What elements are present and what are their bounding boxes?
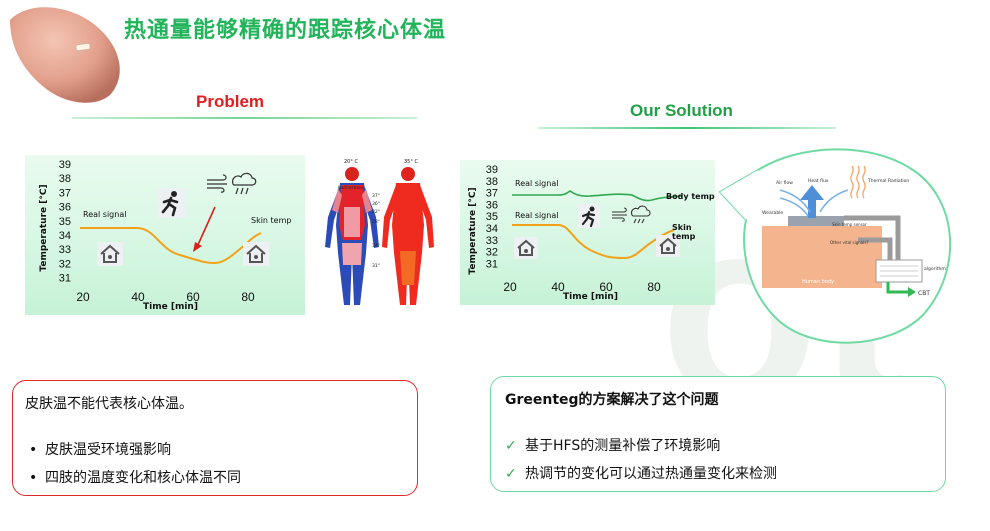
cooling-arrow [196, 206, 216, 248]
problem-box-heading: 皮肤温不能代表核心体温。 [25, 396, 193, 412]
solution-chart-ylabel: Temperature [°C] [468, 187, 478, 275]
x-tick-label: 20 [503, 280, 517, 294]
bullet-dot-icon: • [29, 442, 38, 458]
problem-box: 皮肤温不能代表核心体温。 • 皮肤温受环境强影响 • 四肢的温度变化和核心体温不同 [12, 380, 418, 496]
problem-chart-xlabel: Time [min] [143, 302, 198, 312]
body-isotherm-figure: 20° C 35° C Isothermes 37° 36° 32° 28° 34° 31… [325, 159, 434, 305]
air-flow-label: Air flow [776, 180, 793, 186]
y-tick-label: 34 [486, 223, 498, 235]
other-vital-signals-label: Other vital signals? [830, 240, 869, 245]
problem-bullet-1: • 皮肤温受环境强影响 [29, 439, 171, 459]
solution-check-2: ✓ 热调节的变化可以通过热通量变化来检测 [505, 463, 777, 483]
solution-divider [538, 127, 836, 129]
y-tick-label: 37 [59, 187, 71, 199]
x-tick-label: 60 [599, 280, 613, 294]
solution-skin-temp-label: Skin temp [672, 223, 696, 241]
home-icon [97, 242, 123, 266]
warm-body-figure [382, 167, 434, 305]
y-tick-label: 33 [59, 244, 71, 256]
home-icon [514, 237, 538, 259]
solution-check-1: ✓ 基于HFS的测量补偿了环境影响 [505, 435, 720, 455]
y-tick-label: 34 [59, 230, 71, 242]
problem-chart-ylabel: Temperature [°C] [39, 184, 49, 272]
page-title: 热通量能够精确的跟踪核心体温 [124, 18, 447, 43]
y-tick-label: 33 [486, 235, 498, 247]
problem-bullet-2-text: 四肢的温度变化和核心体温不同 [45, 470, 241, 486]
y-tick-label: 38 [59, 173, 71, 185]
cbt-label: CBT [918, 290, 930, 297]
problem-bullet-1-text: 皮肤温受环境强影响 [45, 442, 171, 458]
check-icon: ✓ [505, 438, 517, 454]
isotherm-label: 32° [372, 209, 380, 215]
problem-divider [72, 117, 417, 119]
thermal-radiation-icon [850, 165, 866, 199]
wind-rain-icon [207, 172, 257, 195]
y-tick-label: 35 [59, 216, 71, 228]
wind-rain-icon [612, 205, 651, 224]
cbt-arrow [886, 282, 908, 294]
y-tick-label: 32 [486, 247, 498, 259]
y-tick-label: 38 [486, 176, 498, 188]
solution-body-temp-label: Body temp [666, 192, 715, 201]
solution-check-1-text: 基于HFS的测量补偿了环境影响 [525, 438, 721, 454]
y-tick-label: 31 [486, 258, 498, 270]
x-tick-label: 20 [76, 290, 90, 304]
isotherms-label: Isothermes [338, 185, 364, 191]
finger-sensor-image [10, 7, 120, 103]
thermal-radiation-label: Thermal Radiation [867, 178, 909, 184]
x-tick-label: 80 [647, 280, 661, 294]
heat-flux-arrow [800, 185, 824, 218]
warm-temp-label: 35° C [404, 159, 418, 165]
skin-temp-sensor-label: Skin temp sensor [832, 222, 867, 227]
solution-check-2-text: 热调节的变化可以通过热通量变化来检测 [525, 466, 777, 482]
y-tick-label: 37 [486, 188, 498, 200]
isotherm-label: 34° [372, 243, 380, 249]
y-tick-label: 36 [59, 202, 71, 214]
running-person-icon [157, 188, 185, 218]
heat-flux-label: Heat flux [808, 178, 829, 184]
heat-flux-diagram: Air flow Heat flux Thermal Radiation Wea… [718, 148, 952, 344]
y-tick-label: 32 [59, 258, 71, 270]
solution-real-signal-bottom-label: Real signal [515, 211, 559, 220]
human-body-block [762, 226, 882, 288]
air-flow-arrows [779, 189, 849, 217]
solution-body-temp-curve [512, 190, 683, 202]
isotherm-label: 28° [372, 219, 380, 225]
algorithm-label: algorithm [924, 266, 946, 272]
x-tick-label: 40 [551, 280, 565, 294]
solution-chart-xlabel: Time [min] [563, 292, 618, 302]
human-body-label: Human body [802, 279, 834, 285]
y-tick-label: 36 [486, 199, 498, 211]
solution-header: Our Solution [630, 101, 733, 120]
y-tick-label: 39 [486, 164, 498, 176]
isotherm-label: 37° [372, 193, 380, 199]
isotherm-label: 31° [372, 263, 380, 269]
x-tick-label: 80 [241, 290, 255, 304]
problem-skin-temp-label: Skin temp [251, 216, 292, 225]
solution-real-signal-top-label: Real signal [515, 179, 559, 188]
bullet-dot-icon: • [29, 470, 38, 486]
cold-temp-label: 20° C [344, 159, 358, 165]
running-person-icon [578, 204, 600, 228]
x-tick-label: 60 [186, 290, 200, 304]
isotherm-label: 36° [372, 201, 380, 207]
home-icon [656, 235, 680, 257]
problem-bullet-2: • 四肢的温度变化和核心体温不同 [29, 467, 241, 487]
solution-box-heading: Greenteg的方案解决了这个问题 [505, 392, 719, 408]
problem-header: Problem [196, 92, 265, 111]
wearable-label: Wearable [762, 210, 783, 216]
x-tick-label: 40 [131, 290, 145, 304]
y-tick-label: 35 [486, 211, 498, 223]
cold-body-figure [325, 167, 379, 305]
problem-real-signal-label: Real signal [83, 210, 127, 219]
home-icon [243, 242, 269, 266]
problem-skin-temp-curve [80, 227, 262, 265]
y-tick-label: 39 [59, 159, 71, 171]
solution-box: Greenteg的方案解决了这个问题 ✓ 基于HFS的测量补偿了环境影响 ✓ 热调节… [490, 376, 946, 492]
y-tick-label: 31 [59, 273, 71, 285]
check-icon: ✓ [505, 466, 517, 482]
